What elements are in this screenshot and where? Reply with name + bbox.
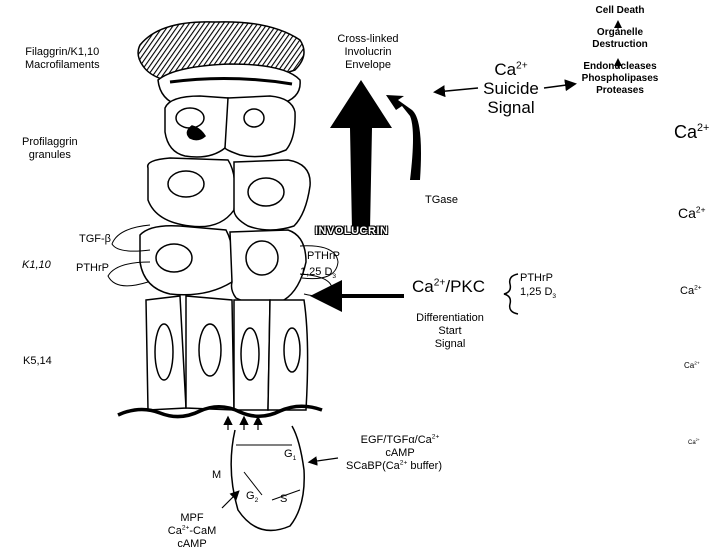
tgase-label: TGase <box>425 194 458 207</box>
involucrin-label: INVOLUCRIN <box>315 225 388 238</box>
involucrin-arrow <box>330 80 392 230</box>
ca-pkc-label: Ca2+/PKC <box>412 277 485 296</box>
cycle-g2-label: G2 <box>246 490 258 503</box>
ca-gradient-2: Ca2+ <box>678 205 705 221</box>
tgf-beta-label: TGF-β <box>79 233 111 246</box>
suicide-left-arrow <box>436 88 478 92</box>
vitd-right-label: 1,25 D3 <box>300 266 336 279</box>
cycle-m-label: M <box>212 469 221 482</box>
cascade-label: Cell Death Organelle Destruction Endonuc… <box>575 5 665 97</box>
k1-10-label: K1,10 <box>22 259 51 272</box>
suicide-right-arrow <box>544 84 574 88</box>
scabp-label: SCaBP(Ca2+ buffer) <box>346 460 442 473</box>
stratum-corneum <box>138 22 304 108</box>
vitd-mid-label: 1,25 D3 <box>520 286 556 299</box>
egf-arrow <box>310 458 338 462</box>
filaggrin-label: Filaggrin/K1,10 Macrofilaments <box>25 46 100 72</box>
ca-gradient-5: Ca2+ <box>688 440 700 446</box>
tgase-arrow <box>386 95 421 180</box>
ca-gradient-3: Ca2+ <box>680 285 702 297</box>
pthrp-left-label: PTHrP <box>76 262 109 275</box>
cell-cycle <box>228 418 304 530</box>
spinous-layer <box>140 226 306 304</box>
mpf-label: MPF Ca2+-CaM cAMP <box>162 512 222 551</box>
cycle-g1-label: G1 <box>284 448 296 461</box>
basal-layer <box>146 296 308 410</box>
cycle-s-label: S <box>280 493 287 506</box>
profilaggrin-label: Profilaggrin granules <box>22 136 78 162</box>
pthrp-mid-label: PTHrP <box>520 272 553 285</box>
granular-layer <box>148 96 310 230</box>
pkc-brace <box>504 274 518 314</box>
k5-14-label: K5,14 <box>23 355 52 368</box>
suicide-signal-label: Ca2+ Suicide Signal <box>476 60 546 117</box>
envelope-label: Cross-linked Involucrin Envelope <box>333 33 403 72</box>
pthrp-right-label: PTHrP <box>307 250 340 263</box>
ca-gradient-4: Ca2+ <box>684 361 700 370</box>
egf-label: EGF/TGFα/Ca2+ cAMP <box>340 434 460 460</box>
differentiation-label: Differentiation Start Signal <box>405 312 495 351</box>
ca-gradient-1: Ca2+ <box>674 122 709 143</box>
